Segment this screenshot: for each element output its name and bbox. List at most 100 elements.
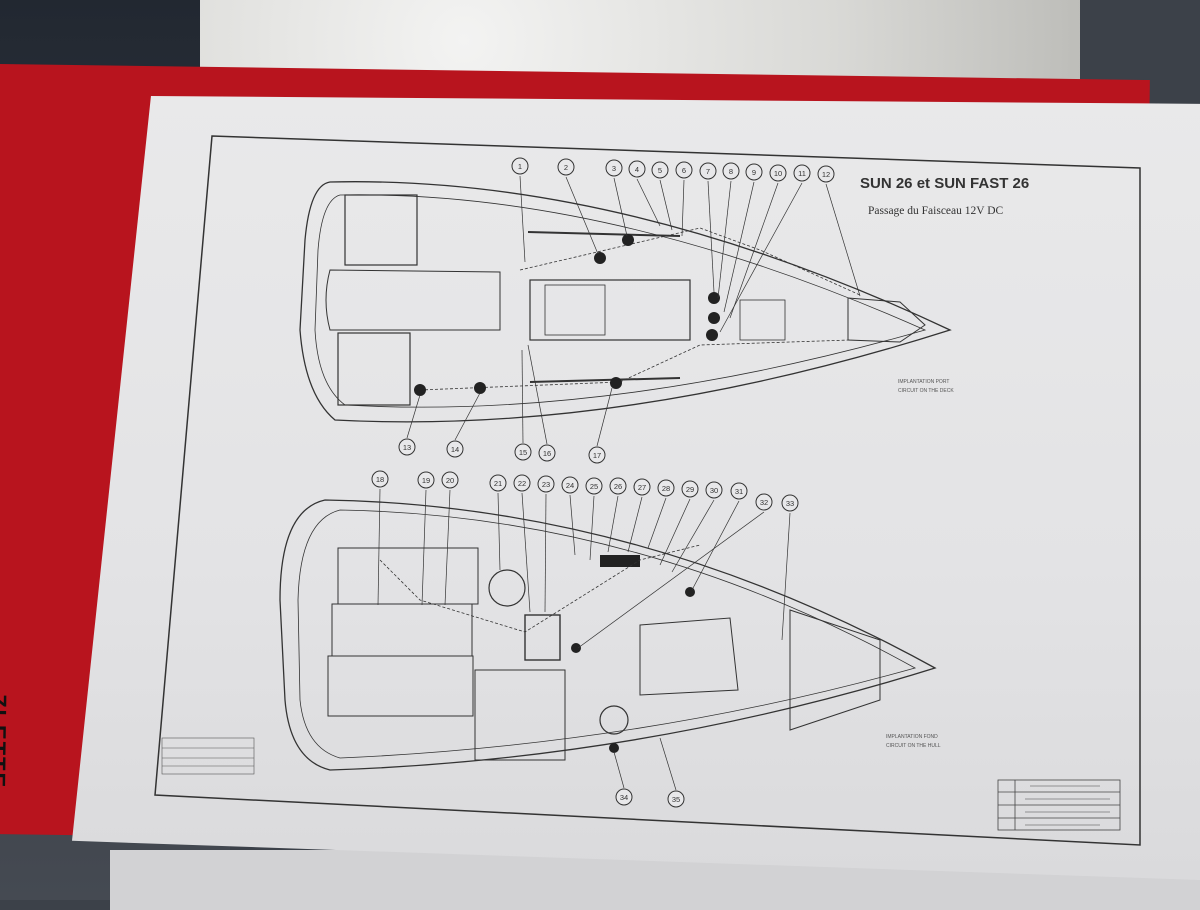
svg-text:35: 35 [672,795,680,804]
callout: 7 [699,162,717,293]
callout: 26 [607,477,627,553]
hull-round-hatch [599,705,629,735]
deck-hatch [544,284,606,336]
hull-berth-upper [337,547,479,605]
callout: 19 [417,471,435,606]
callout: 35 [659,737,685,808]
callout: 22 [513,474,531,613]
deck-track-top [527,231,681,237]
deck-caption-line2: CIRCUIT ON THE DECK [898,388,954,394]
hull-wire [379,544,701,633]
callout: 14 [446,392,481,458]
callout: 9 [723,163,763,313]
callout: 30 [671,481,723,573]
callout: 4 [628,160,661,227]
deck-caption-line1: IMPLANTATION PORT [898,379,949,385]
hull-switch-panel [600,555,640,567]
deck-plan [299,181,952,423]
callout: 5 [651,161,673,231]
callout: 31 [691,482,748,591]
callout: 25 [585,477,603,561]
callout: 8 [717,162,740,299]
hull-saloon-table [639,617,739,696]
callout: 6 [675,161,693,237]
callout: 1 [511,157,529,263]
svg-text:24: 24 [566,481,574,490]
callout: 34 [613,751,633,806]
hull-connectors [571,587,695,753]
svg-text:30: 30 [710,486,718,495]
callout: 20 [441,471,459,606]
callout: 16 [527,344,556,462]
svg-text:34: 34 [620,793,628,802]
svg-text:10: 10 [774,169,782,178]
hull-caption-line1: IMPLANTATION FOND [886,734,938,740]
svg-text:21: 21 [494,479,502,488]
svg-text:32: 32 [760,498,768,507]
svg-text:19: 19 [422,476,430,485]
hull-callouts: 18 19 20 21 22 23 24 25 26 27 28 29 30 3… [371,470,799,808]
svg-text:7: 7 [706,167,710,176]
hull-battery [524,614,561,661]
callout: 21 [489,474,507,571]
hull-compartment [474,669,566,761]
svg-text:9: 9 [752,168,756,177]
svg-text:26: 26 [614,482,622,491]
svg-text:1: 1 [518,162,522,171]
deck-hull-outline [299,181,952,423]
svg-text:23: 23 [542,480,550,489]
hull-berth-lower [327,655,474,717]
callout: 3 [605,159,628,237]
callout: 13 [398,394,421,456]
deck-wire-bottom [419,339,851,391]
drawing-frame [154,135,1141,846]
diagram-title: SUN 26 et SUN FAST 26 [860,175,1029,192]
svg-text:2: 2 [564,163,568,172]
svg-text:17: 17 [593,451,601,460]
callout: 33 [781,494,799,641]
callout: 17 [588,387,613,464]
callout: 29 [659,480,699,566]
hull-outline [279,499,937,771]
callout: 27 [627,478,651,553]
svg-text:27: 27 [638,483,646,492]
svg-text:20: 20 [446,476,454,485]
hull-forepeak [789,609,881,731]
svg-text:3: 3 [612,164,616,173]
deck-inner-line [314,194,927,408]
svg-text:31: 31 [735,487,743,496]
callout: 24 [561,476,579,556]
svg-text:12: 12 [822,170,830,179]
hull-plan [279,499,937,771]
svg-text:29: 29 [686,485,694,494]
deck-connectors [414,234,720,396]
svg-text:15: 15 [519,448,527,457]
deck-callouts: 1 2 3 4 5 6 7 8 9 10 11 12 13 14 15 16 1… [398,157,861,464]
deck-track-bottom [529,377,681,383]
svg-text:6: 6 [682,166,686,175]
hull-inner-line [297,509,917,759]
callout: 18 [371,470,389,606]
revision-note-block [161,737,255,775]
svg-text:5: 5 [658,166,662,175]
svg-text:13: 13 [403,443,411,452]
deck-bow-locker [847,297,926,343]
diagram-subtitle: Passage du Faisceau 12V DC [868,205,1004,217]
svg-text:16: 16 [543,449,551,458]
svg-text:18: 18 [376,475,384,484]
deck-cockpit-seat-top [344,194,418,266]
svg-text:8: 8 [729,167,733,176]
callout: 32 [577,493,773,649]
callout: 23 [537,475,555,613]
callout: 15 [514,349,532,461]
hull-caption-line2: CIRCUIT ON THE HULL [886,743,941,749]
deck-cockpit-seat-bottom [337,332,411,406]
deck-cockpit [325,269,501,331]
svg-text:14: 14 [451,445,459,454]
deck-wire-top [519,227,861,296]
callout: 11 [719,164,811,333]
svg-text:11: 11 [798,169,806,178]
svg-text:28: 28 [662,484,670,493]
deck-forward-hatch [739,299,786,341]
